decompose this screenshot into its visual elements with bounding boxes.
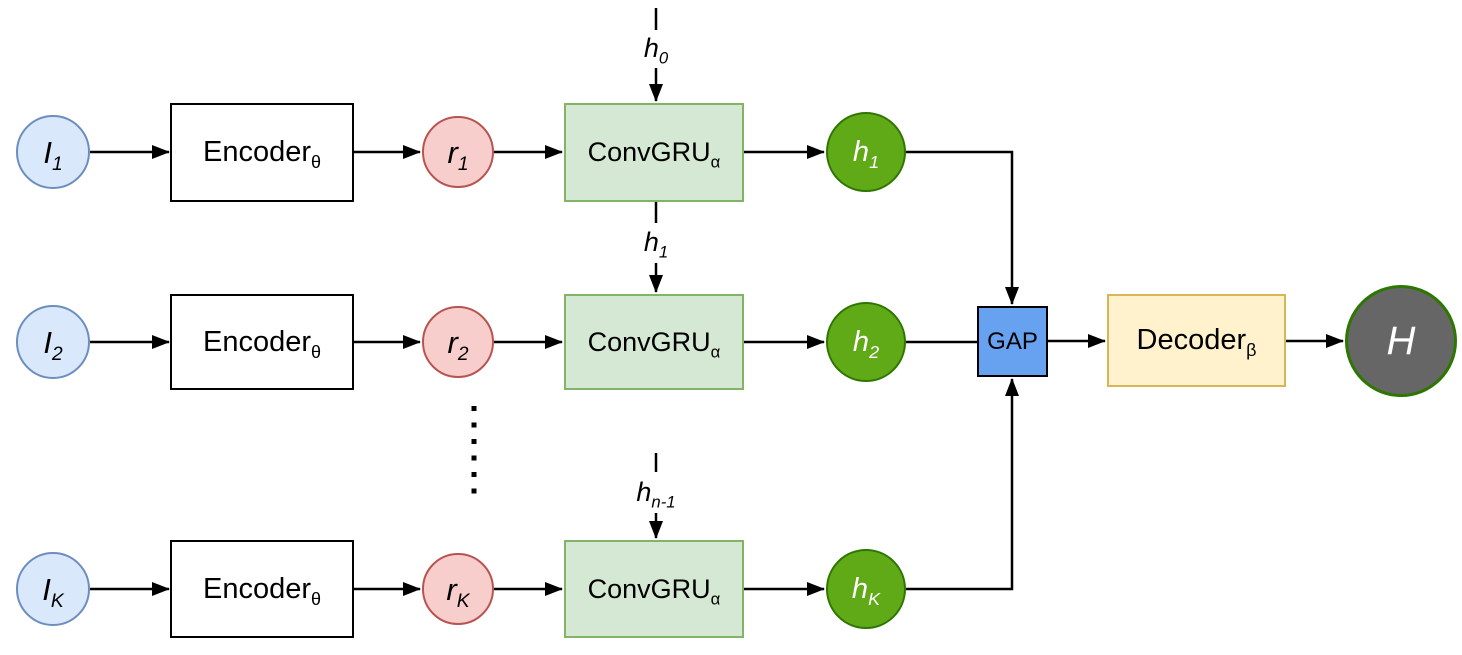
convgru-label-2: ConvGRUα bbox=[587, 326, 721, 361]
encoder-label-K: Encoderθ bbox=[202, 572, 321, 609]
encoder-box-K: Encoderθ bbox=[170, 540, 354, 638]
output-node-H: H bbox=[1345, 285, 1457, 397]
state-label-h0: h0 bbox=[596, 30, 716, 66]
state-label-h0-text: h0 bbox=[643, 33, 669, 68]
convgru-box-K: ConvGRUα bbox=[564, 540, 744, 638]
hidden-label-1: h1 bbox=[852, 135, 880, 172]
encoder-label-2: Encoderθ bbox=[202, 325, 321, 362]
feature-node-2: r2 bbox=[422, 306, 494, 378]
arrow-hidden1-gap bbox=[906, 150, 1019, 305]
decoder-label: Decoderβ bbox=[1136, 324, 1257, 360]
hidden-node-1: h1 bbox=[826, 112, 906, 192]
convgru-box-1: ConvGRUα bbox=[564, 103, 744, 202]
input-label-1: I1 bbox=[43, 134, 63, 175]
encoder-box-1: Encoderθ bbox=[170, 103, 354, 202]
state-label-h1: h1 bbox=[596, 224, 716, 260]
feature-label-K: rK bbox=[446, 571, 470, 612]
encoder-box-2: Encoderθ bbox=[170, 294, 354, 390]
state-label-h1-text: h1 bbox=[643, 227, 669, 262]
state-label-hn1-text: hn-1 bbox=[636, 477, 676, 512]
convgru-label-K: ConvGRUα bbox=[587, 573, 721, 608]
output-label: H bbox=[1386, 319, 1416, 363]
hidden-node-K: hK bbox=[826, 549, 906, 629]
input-label-2: I2 bbox=[43, 324, 63, 365]
input-node-1: I1 bbox=[16, 115, 90, 189]
arrow-hiddenK-gap bbox=[906, 378, 1019, 591]
state-label-hn1: hn-1 bbox=[596, 474, 716, 510]
input-label-K: IK bbox=[42, 571, 64, 612]
feature-node-K: rK bbox=[422, 553, 494, 625]
hidden-label-K: hK bbox=[851, 572, 881, 609]
gap-label: GAP bbox=[987, 327, 1038, 355]
vertical-ellipsis-dots bbox=[471, 406, 477, 494]
convgru-box-2: ConvGRUα bbox=[564, 294, 744, 390]
encoder-label-1: Encoderθ bbox=[202, 136, 321, 172]
input-node-2: I2 bbox=[16, 305, 90, 379]
feature-label-1: r1 bbox=[447, 134, 469, 175]
decoder-box: Decoderβ bbox=[1107, 294, 1286, 387]
hidden-label-2: h2 bbox=[852, 325, 880, 362]
feature-label-2: r2 bbox=[447, 324, 469, 365]
feature-node-1: r1 bbox=[422, 116, 494, 188]
convgru-label-1: ConvGRUα bbox=[587, 137, 721, 172]
input-node-K: IK bbox=[16, 552, 90, 626]
hidden-node-2: h2 bbox=[826, 302, 906, 382]
gap-box: GAP bbox=[977, 306, 1048, 377]
